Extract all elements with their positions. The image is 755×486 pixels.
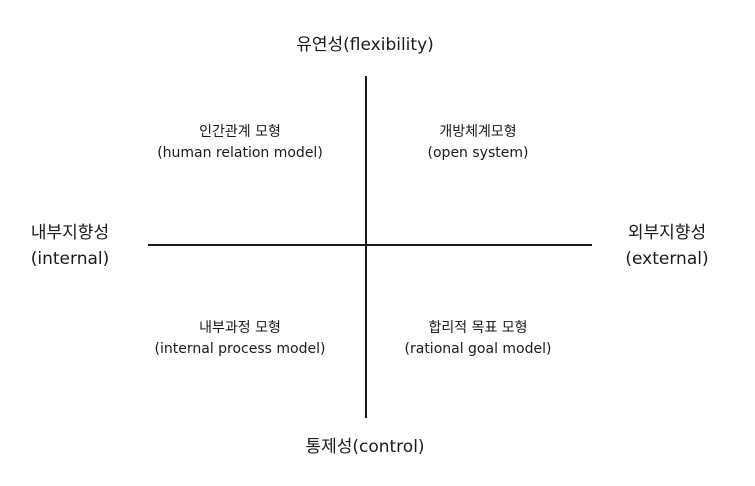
axis-label-bottom: 통제성(control) xyxy=(265,436,465,458)
horizontal-axis-line xyxy=(148,244,592,246)
quadrant-bottom-left-en: (internal process model) xyxy=(154,341,326,357)
quadrant-bottom-right-en: (rational goal model) xyxy=(404,341,552,357)
axis-label-right-en: (external) xyxy=(625,249,709,270)
quadrant-top-left: 인간관계 모형 (human relation model) xyxy=(140,122,340,164)
quadrant-top-left-en: (human relation model) xyxy=(157,145,323,161)
quadrant-bottom-left: 내부과정 모형 (internal process model) xyxy=(140,318,340,360)
axis-label-right: 외부지향성 (external) xyxy=(602,220,732,273)
axis-label-top-text: 유연성(flexibility) xyxy=(296,35,434,55)
axis-label-left: 내부지향성 (internal) xyxy=(10,220,130,273)
axis-label-bottom-text: 통제성(control) xyxy=(305,437,425,457)
axis-label-left-en: (internal) xyxy=(30,249,110,270)
quadrant-top-left-ko: 인간관계 모형 xyxy=(199,124,281,140)
vertical-axis-line xyxy=(365,76,367,418)
quadrant-top-right-en: (open system) xyxy=(427,145,529,161)
axis-label-top: 유연성(flexibility) xyxy=(265,34,465,56)
quadrant-bottom-left-ko: 내부과정 모형 xyxy=(199,320,281,336)
axis-label-right-ko: 외부지향성 xyxy=(627,223,707,243)
quadrant-top-right-ko: 개방체계모형 xyxy=(439,124,517,140)
quadrant-bottom-right: 합리적 목표 모형 (rational goal model) xyxy=(378,318,578,360)
quadrant-top-right: 개방체계모형 (open system) xyxy=(378,122,578,164)
axis-label-left-ko: 내부지향성 xyxy=(30,223,110,243)
quadrant-bottom-right-ko: 합리적 목표 모형 xyxy=(428,320,528,336)
